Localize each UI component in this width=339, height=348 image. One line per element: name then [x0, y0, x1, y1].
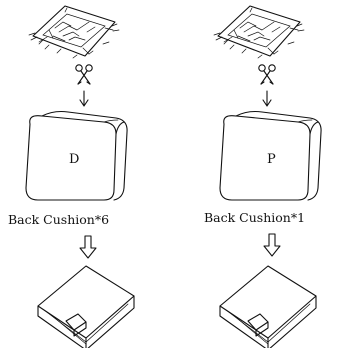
cushion-letter-left: D	[69, 152, 79, 167]
cushion-caption-left: Back Cushion*6	[8, 212, 109, 227]
wrapped-package-left	[28, 5, 120, 59]
seat-cushion-left	[37, 265, 135, 348]
cushion-caption-right: Back Cushion*1	[204, 210, 305, 225]
column-right: P Back Cushion*1	[204, 5, 322, 348]
seat-cushion-right	[219, 265, 317, 348]
scissors-icon	[258, 64, 276, 85]
hollow-arrow-down-icon	[263, 233, 281, 257]
cushion-letter-right: P	[267, 152, 276, 167]
arrow-down-icon	[79, 90, 89, 107]
column-left: D Back Cushion*6	[8, 5, 135, 348]
arrow-down-icon	[262, 90, 272, 107]
wrapped-package-right	[213, 5, 305, 59]
scissors-icon	[75, 64, 93, 85]
hollow-arrow-down-icon	[79, 235, 97, 259]
